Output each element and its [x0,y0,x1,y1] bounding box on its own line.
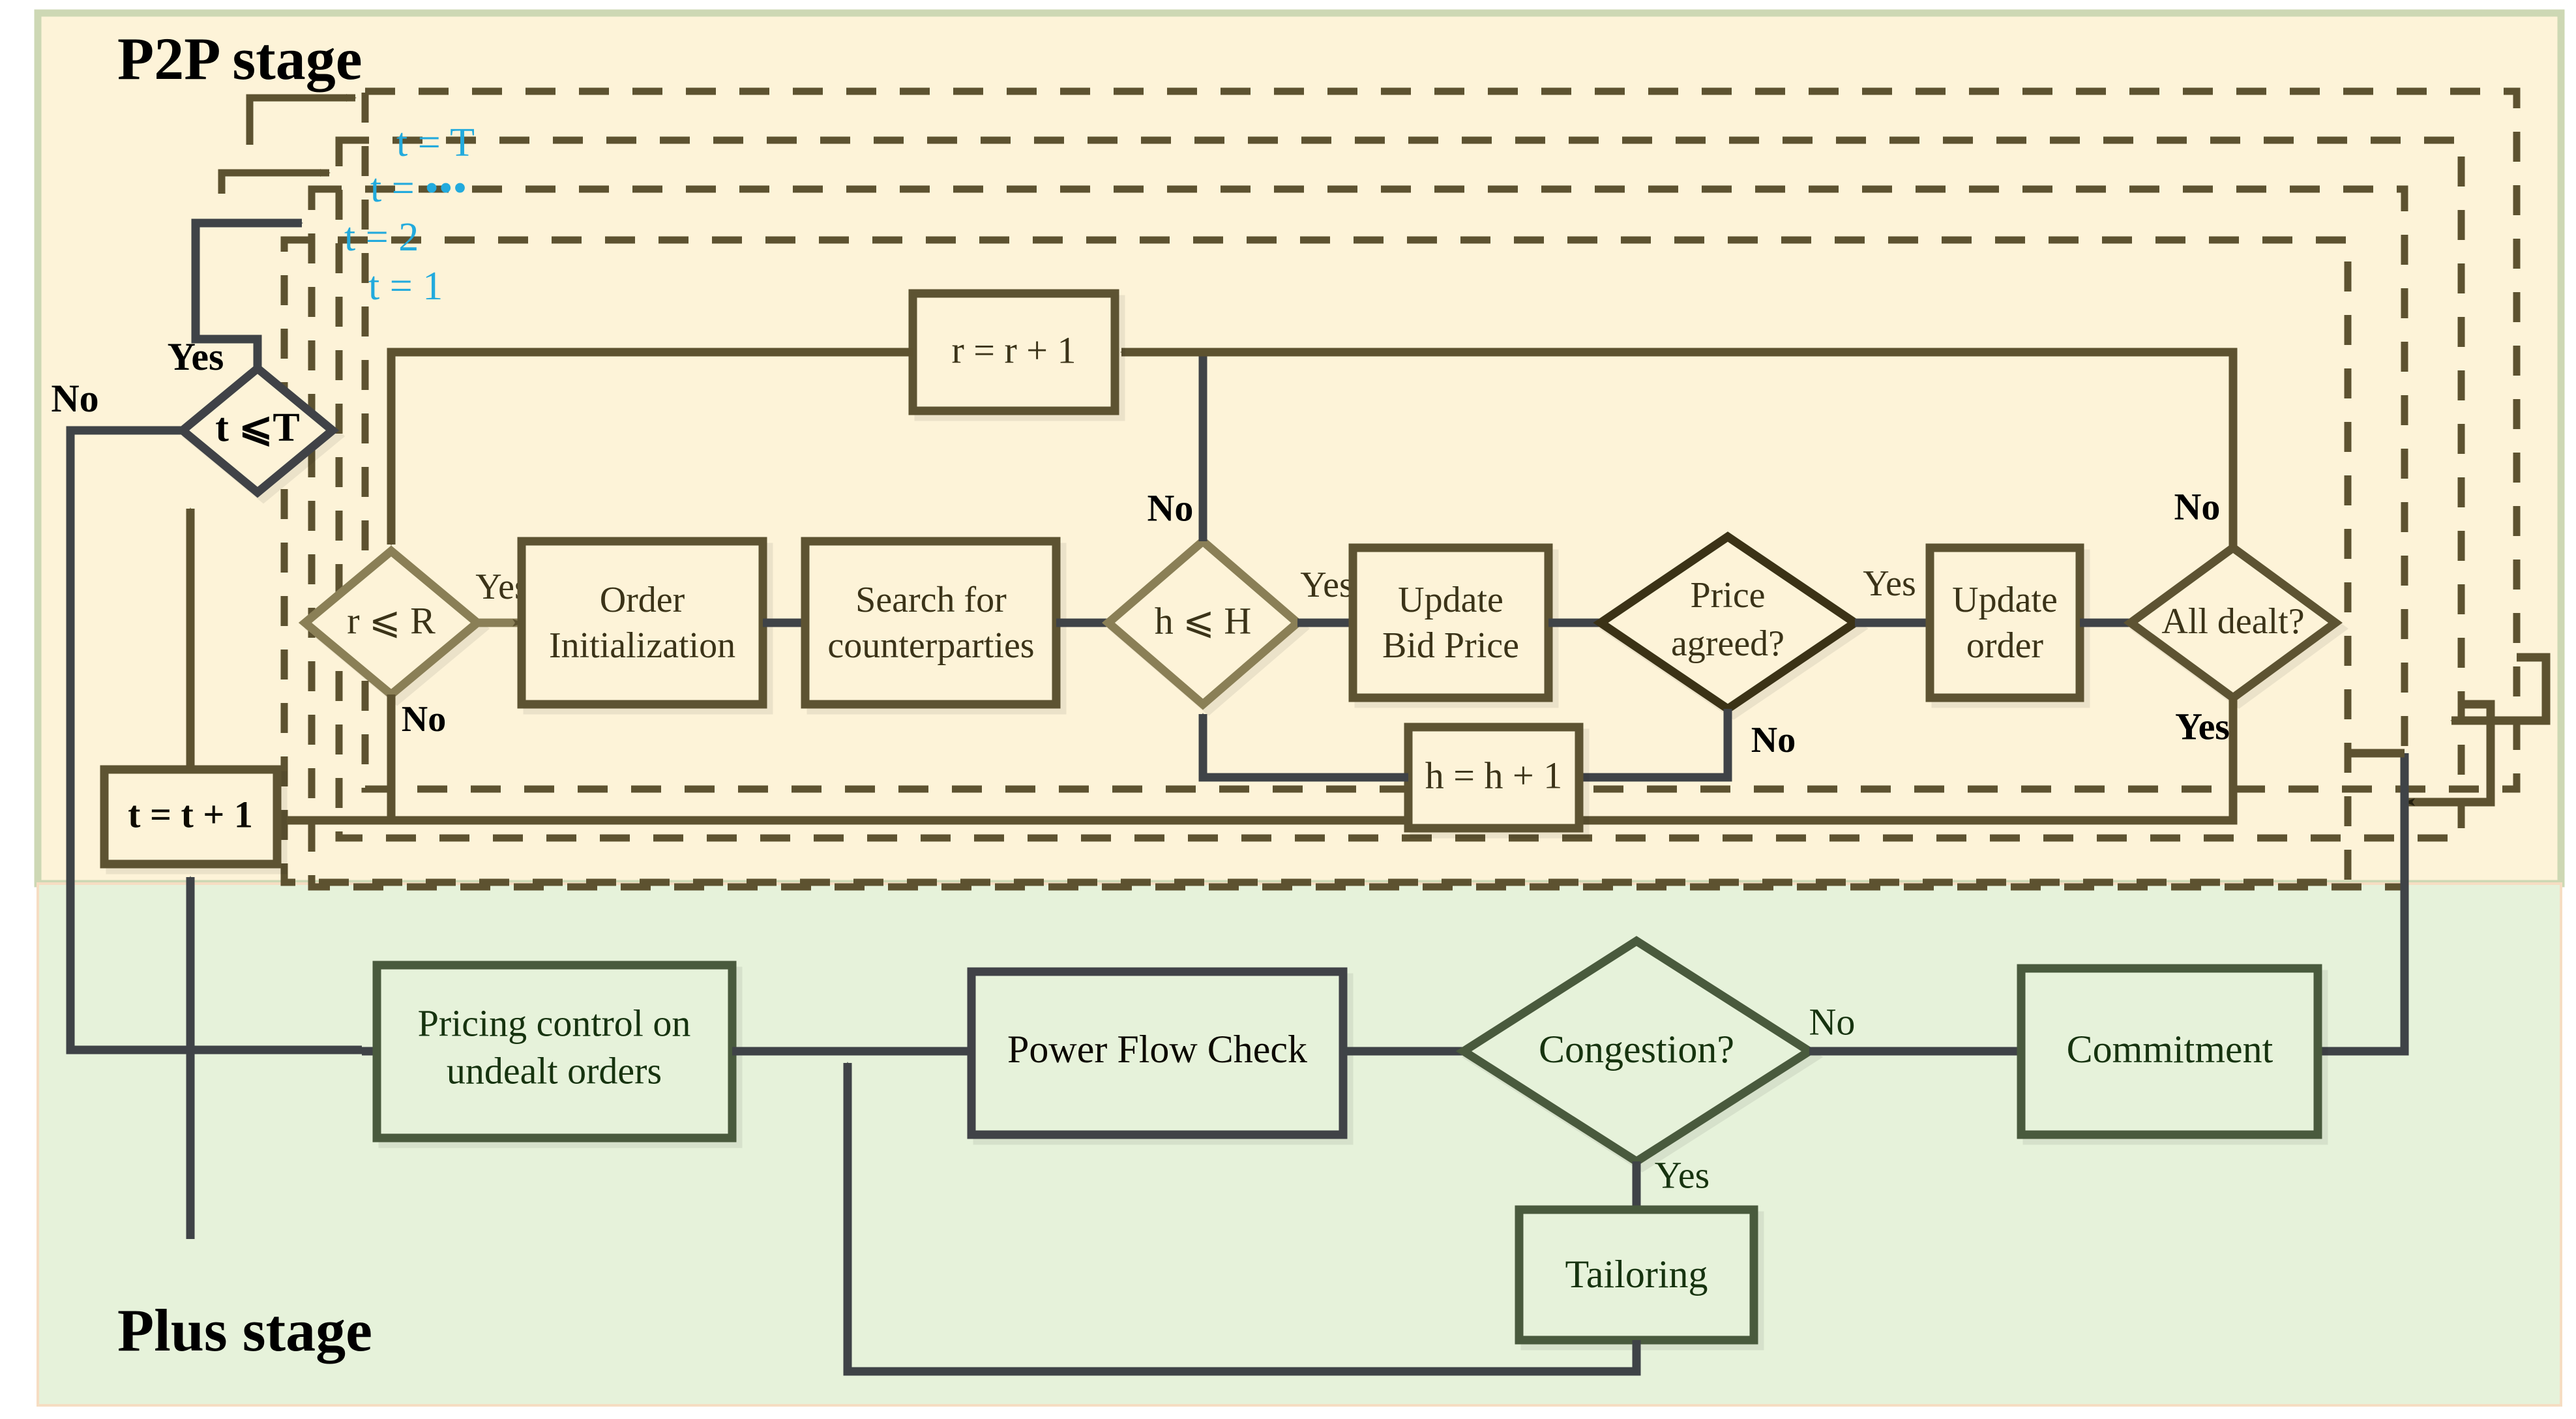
layer-entry-connectors [218,94,357,194]
plus-stage-title: Plus stage [117,1297,372,1364]
node-update-bid-line2: Bid Price [1382,625,1519,666]
node-t-increment[interactable]: t = t + 1 [100,765,282,869]
edge-t-yes-up [191,280,262,368]
node-congestion-label: Congestion? [1539,1028,1734,1071]
node-h-le-H-label: h ⩽ H [1155,599,1251,642]
edge-label-congestion-no: No [1809,1000,1856,1043]
right-edge-layer-returns [2405,653,2551,807]
node-r-le-R-label: r ⩽ R [347,599,436,642]
node-h-increment-label: h = h + 1 [1425,754,1562,796]
edge-label-r-le-R-no: No [402,699,446,739]
time-layer-labels: t = T t = ••• t = 2 t = 1 [344,121,475,308]
edge-label-h-le-H-no: No [1147,486,1194,529]
edge-label-price-agreed-yes: Yes [1863,563,1916,604]
node-power-flow[interactable]: Power Flow Check [967,967,1348,1139]
edge-alldealt-no-to-rinc [1120,348,2238,548]
edge-label-t-le-T-no: No [51,377,98,420]
right-return-dots [2405,700,2495,807]
node-commitment[interactable]: Commitment [2017,964,2322,1139]
right-return-T [2450,653,2551,725]
node-search-cp-line2: counterparties [827,625,1034,666]
node-price-agreed-line2: agreed? [1671,623,1784,664]
node-price-agreed[interactable]: Price agreed? [1593,531,1863,714]
edge-alldealt-yes-left [287,698,2238,825]
node-r-increment-label: r = r + 1 [951,329,1076,371]
edge-label-congestion-yes: Yes [1655,1154,1710,1196]
node-order-init[interactable]: Order Initialization [517,537,767,709]
node-search-cp[interactable]: Search for counterparties [801,537,1061,709]
layer-entry-dots [218,169,331,194]
node-h-increment[interactable]: h = h + 1 [1404,723,1584,833]
node-pricing-control[interactable]: Pricing control on undealt orders [372,961,737,1143]
node-update-order[interactable]: Update order [1925,543,2084,702]
node-h-le-H[interactable]: h ⩽ H [1102,535,1304,710]
node-power-flow-label: Power Flow Check [1007,1028,1307,1071]
node-update-order-line1: Update [1952,580,2058,620]
node-price-agreed-line1: Price [1690,575,1765,616]
node-t-increment-label: t = t + 1 [128,793,253,835]
edge-price-no-to-hinc [1578,709,1732,782]
time-layer-label-1: t = 1 [368,264,443,308]
node-tailoring-label: Tailoring [1565,1253,1708,1296]
node-pricing-control-line1: Pricing control on [418,1002,691,1044]
edge-t-no-to-pricing [66,426,363,1054]
node-update-order-line2: order [1966,625,2044,666]
edge-label-h-le-H-yes: Yes [1300,565,1353,605]
layer-entry-2 [191,218,303,280]
time-layer-box-dot [335,136,2465,842]
edge-hinc-to-hleH [1198,713,1408,782]
node-pricing-control-line2: undealt orders [447,1049,662,1092]
node-tailoring[interactable]: Tailoring [1515,1205,1758,1345]
node-all-dealt[interactable]: All dealt? [2124,542,2343,704]
p2p-stage-title: P2P stage [117,25,363,92]
node-order-init-line2: Initialization [549,625,735,666]
node-order-init-line1: Order [600,580,685,620]
edge-label-all-dealt-no: No [2174,485,2221,528]
edge-tailoring-back-to-powerflow [843,1062,1641,1376]
edge-label-price-agreed-no: No [1751,720,1796,760]
node-all-dealt-label: All dealt? [2161,601,2304,642]
time-layer-label-T: t = T [396,121,475,165]
node-t-le-T[interactable]: t ⩽T [175,363,340,498]
node-search-cp-line1: Search for [855,580,1007,620]
node-r-increment[interactable]: r = r + 1 [908,289,1119,415]
time-layer-label-2: t = 2 [344,215,419,260]
node-update-bid-line1: Update [1398,580,1503,620]
p2p-stage-panel [34,9,2565,888]
edge-rinc-left-down [387,348,913,545]
node-commitment-label: Commitment [2067,1028,2273,1071]
edge-label-all-dealt-yes: Yes [2175,705,2230,747]
time-layer-label-dot: t = ••• [370,166,467,211]
node-update-bid[interactable]: Update Bid Price [1348,543,1553,702]
layer-entry-T [246,94,357,145]
time-layer-box-1 [280,236,2352,886]
node-t-le-T-label: t ⩽T [215,406,299,450]
